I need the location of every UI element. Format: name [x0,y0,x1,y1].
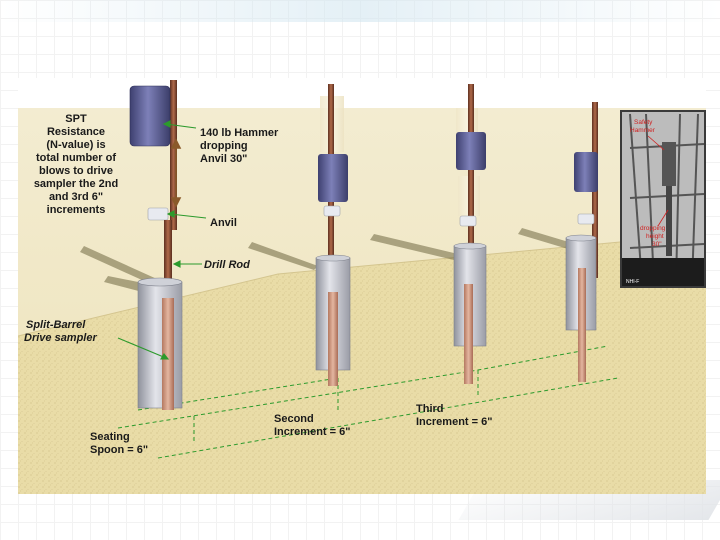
photo-drop-label-2: height [646,233,664,240]
anvil-label: Anvil [210,217,237,229]
hammer-2 [318,154,348,202]
spt-illustration: Safety Hammer dropping height 30" NHI-F … [18,78,706,494]
second-increment-label-2: Increment = 6" [274,426,350,438]
anvil-3 [460,216,476,226]
spt-line-8: increments [47,204,106,216]
hammer-label-1: 140 lb Hammer [200,127,279,139]
hammer-4 [574,152,598,192]
split-barrel-sampler-1 [138,282,182,408]
photo-drop-label-3: 30" [652,241,662,248]
hammer-label-2: dropping [200,140,248,152]
photo-drop-label-1: dropping [640,225,666,232]
sampler-core-2 [328,292,338,386]
drill-rod-1-lower [164,220,172,284]
sampler-label-2: Drive sampler [24,332,97,344]
spt-line-4: total number of [36,152,116,164]
spt-diagram: Safety Hammer dropping height 30" NHI-F … [18,78,706,494]
spt-line-3: (N-value) is [46,139,105,151]
photo-hammer [662,142,676,186]
photo-inset: Safety Hammer dropping height 30" NHI-F [620,110,706,288]
seating-label-2: Spoon = 6" [90,444,148,456]
slide-top-accent [0,0,720,22]
photo-hammer-label-1: Safety [634,119,653,126]
sampler-core-3 [464,284,473,384]
third-increment-label-1: Third [416,403,444,415]
second-increment-label-1: Second [274,413,314,425]
spt-line-5: blows to drive [39,165,113,177]
seating-label-1: Seating [90,431,130,443]
hammer-3 [456,132,486,170]
photo-hammer-label-2: Hammer [630,127,656,134]
sampler-core-4 [578,268,586,382]
spt-line-7: and 3rd 6" [49,191,103,203]
spt-line-2: Resistance [47,126,105,138]
spt-line-1: SPT [65,113,87,125]
spt-line-6: sampler the 2nd [34,178,118,190]
third-increment-label-2: Increment = 6" [416,416,492,428]
anvil-2 [324,206,340,216]
photo-caption: NHI-F [626,279,639,285]
anvil-4 [578,214,594,224]
anvil-1 [148,208,168,220]
sampler-label-1: Split-Barrel [26,319,86,331]
hammer-label-3: Anvil 30" [200,153,247,165]
drill-rod-label: Drill Rod [204,259,250,271]
